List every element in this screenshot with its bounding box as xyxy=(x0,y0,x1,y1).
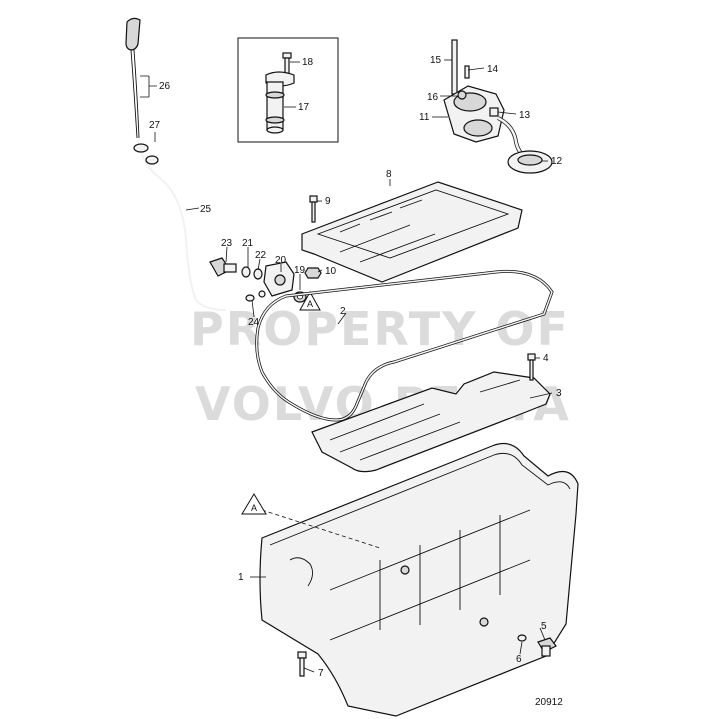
callout-16: 16 xyxy=(427,92,439,103)
callout-labels: 1 2 3 4 5 6 7 8 9 10 11 12 13 14 15 16 1… xyxy=(149,55,563,679)
callout-26: 26 xyxy=(159,81,171,92)
callout-11: 11 xyxy=(419,112,430,123)
callout-15: 15 xyxy=(430,55,442,66)
callout-22: 22 xyxy=(255,250,267,261)
callout-4: 4 xyxy=(543,353,549,364)
part-10-nut xyxy=(304,267,322,279)
callout-2: 2 xyxy=(340,306,346,317)
callout-leaders xyxy=(140,59,553,673)
callout-5: 5 xyxy=(541,621,547,632)
callout-7: 7 xyxy=(318,668,324,679)
callout-25: 25 xyxy=(200,204,212,215)
part-9-bolt xyxy=(309,195,318,223)
callout-20: 20 xyxy=(275,255,287,266)
inset-box xyxy=(237,37,339,143)
reference-marker-a-lower: A xyxy=(241,493,267,515)
part-26-dipstick xyxy=(125,17,141,139)
callout-19: 19 xyxy=(294,265,306,276)
part-8-windage-tray xyxy=(301,181,523,283)
callout-27: 27 xyxy=(149,120,161,131)
marker-a-lower-label: A xyxy=(251,503,257,513)
callout-24: 24 xyxy=(248,317,260,328)
oil-pump-assembly xyxy=(443,39,553,174)
marker-a-upper-label: A xyxy=(307,299,313,309)
callout-17: 17 xyxy=(298,102,310,113)
part-4-bolt xyxy=(527,353,536,381)
callout-10: 10 xyxy=(325,266,337,277)
callout-21: 21 xyxy=(242,238,254,249)
part-6-washer xyxy=(517,634,527,642)
callout-14: 14 xyxy=(487,64,499,75)
part-2-gasket xyxy=(255,269,554,422)
part-7-bolt xyxy=(297,651,307,677)
part-3-plate xyxy=(311,371,551,473)
drawing-reference-number: 20912 xyxy=(535,697,563,708)
callout-12: 12 xyxy=(551,156,563,167)
callout-1: 1 xyxy=(238,572,244,583)
part-25-dipstick-tube xyxy=(133,139,227,311)
callout-3: 3 xyxy=(556,388,562,399)
callout-9: 9 xyxy=(325,196,331,207)
watermark-line-1: PROPERTY OF xyxy=(190,302,570,356)
callout-13: 13 xyxy=(519,110,531,121)
callout-18: 18 xyxy=(302,57,314,68)
part-17-tube xyxy=(265,71,295,134)
reference-marker-a-upper: A xyxy=(299,290,321,311)
callout-8: 8 xyxy=(386,169,392,180)
part-1-oil-pan xyxy=(259,443,579,717)
callout-23: 23 xyxy=(221,238,233,249)
callout-6: 6 xyxy=(516,654,522,665)
part-5-drain-plug xyxy=(537,637,557,657)
